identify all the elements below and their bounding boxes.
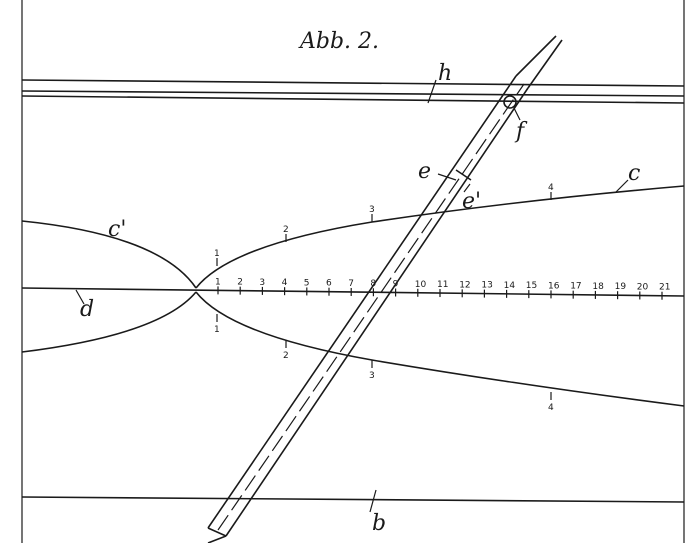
label-f-leader	[513, 107, 521, 121]
scale-tick-15-label: 15	[526, 281, 537, 291]
curve-c-lower	[195, 291, 685, 407]
label-c1: c'	[108, 217, 126, 242]
label-c: c	[628, 161, 640, 186]
label-f: f	[514, 119, 528, 144]
label-d: d	[80, 297, 94, 322]
label-b-leader	[369, 489, 377, 513]
scale-tick-20-label: 20	[637, 282, 649, 292]
label-c-leader	[615, 179, 629, 193]
scale-tick-7-label: 7	[348, 279, 354, 289]
label-e-leader	[437, 173, 457, 181]
label-d-leader	[75, 289, 85, 305]
label-e1-leader	[463, 183, 471, 193]
scale-tick-5-label: 5	[304, 278, 310, 288]
scale-tick-13-label: 13	[481, 281, 492, 291]
curve-c1-upper	[21, 220, 197, 289]
scale-tick-12-label: 12	[459, 280, 470, 290]
curve-c1-lower	[21, 291, 197, 353]
ruler-e[interactable]	[207, 35, 563, 543]
curve-c-upper	[195, 185, 685, 289]
scale-tick-14-label: 14	[504, 281, 516, 291]
scale-tick-3-label: 3	[259, 278, 265, 288]
pivot-f[interactable]	[503, 95, 517, 109]
upper-tick-4-label: 4	[548, 183, 554, 193]
label-e1: e'	[462, 189, 481, 214]
upper-tick-1-label: 1	[214, 249, 220, 259]
scale-tick-11-label: 11	[437, 280, 448, 290]
upper-curve-ticks: 1 2 3 4	[214, 183, 554, 266]
scale-tick-21-label: 21	[659, 283, 670, 293]
lower-tick-4-label: 4	[548, 403, 554, 413]
lower-curve-ticks: 1 2 3 4	[214, 314, 554, 413]
upper-tick-2-label: 2	[283, 225, 289, 235]
axis-d	[21, 287, 685, 297]
lower-tick-3-label: 3	[369, 371, 375, 381]
scale-tick-4-label: 4	[282, 278, 288, 288]
scale-tick-6-label: 6	[326, 279, 332, 289]
lower-tick-1-label: 1	[214, 325, 220, 335]
upper-tick-3-label: 3	[369, 205, 375, 215]
scale-tick-16-label: 16	[548, 281, 560, 291]
figure-title: Abb. 2.	[298, 29, 379, 54]
label-h-leader	[427, 79, 437, 104]
scale-tick-18-label: 18	[592, 282, 604, 292]
label-h: h	[438, 61, 452, 86]
label-e: e	[418, 159, 431, 184]
rail-h	[21, 79, 685, 104]
label-b: b	[372, 511, 386, 536]
scale-tick-1-label: 1	[215, 277, 221, 287]
scale-tick-19-label: 19	[615, 282, 627, 292]
scale-tick-2-label: 2	[237, 278, 243, 288]
scale-tick-17-label: 17	[570, 282, 581, 292]
lower-tick-2-label: 2	[283, 351, 289, 361]
scale-tick-10-label: 10	[415, 280, 427, 290]
line-b	[21, 496, 685, 503]
